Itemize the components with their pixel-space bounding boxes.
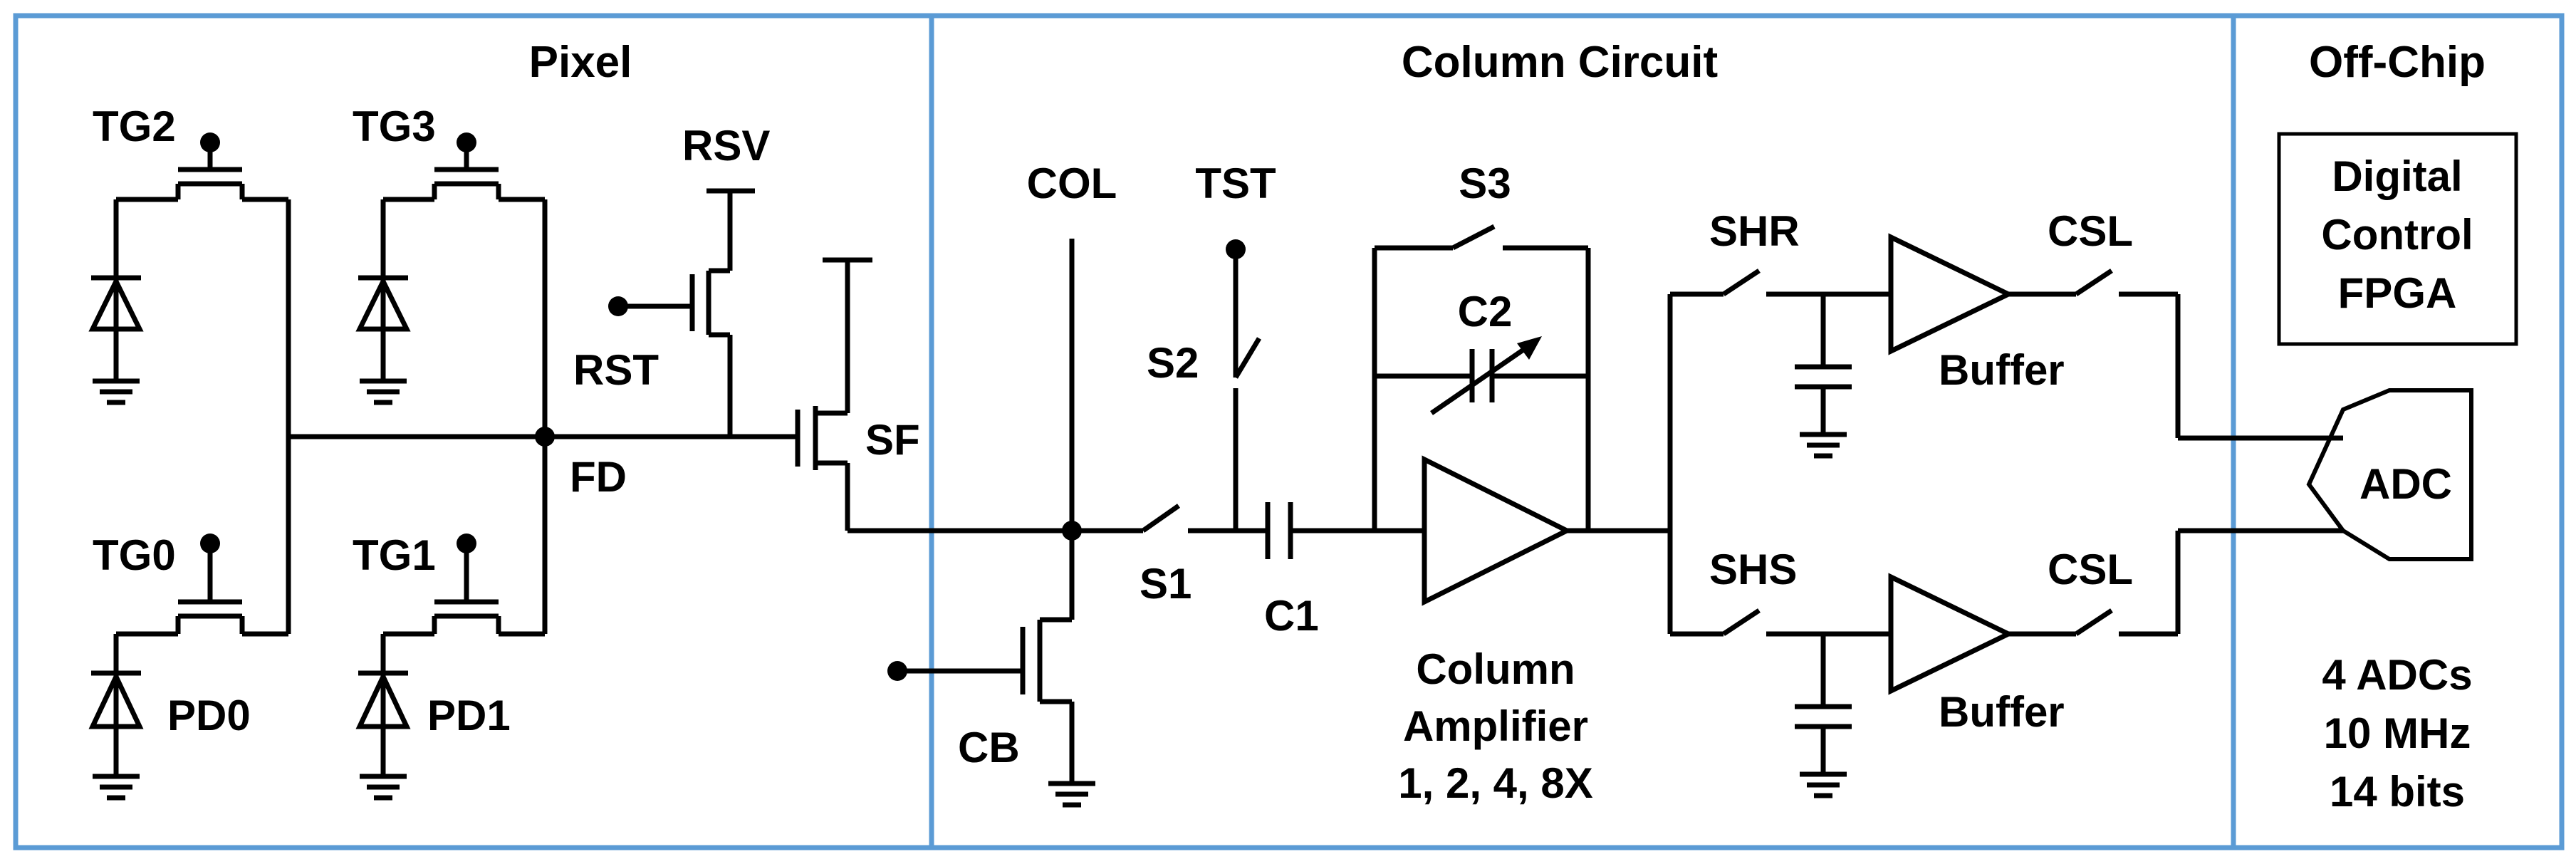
- label-shs: SHS: [1709, 546, 1797, 593]
- shs-path: [1670, 528, 2343, 798]
- c1-capacitor: [1265, 502, 1375, 559]
- label-c2: C2: [1458, 288, 1513, 335]
- label-s1: S1: [1140, 560, 1191, 608]
- label-csl-top: CSL: [2048, 207, 2133, 255]
- pd1-diode: [355, 666, 411, 801]
- tg0-transistor: [113, 534, 288, 670]
- fd-node: [535, 427, 555, 447]
- label-adc: ADC: [2359, 460, 2452, 508]
- label-c1: C1: [1264, 592, 1319, 640]
- label-sf: SF: [865, 416, 920, 464]
- label-tg2: TG2: [93, 103, 176, 150]
- feedback-network: [1372, 224, 1591, 531]
- label-spec-3: 14 bits: [2330, 768, 2465, 816]
- label-tg0: TG0: [93, 531, 176, 579]
- tg2-transistor: [113, 132, 288, 272]
- label-spec-2: 10 MHz: [2324, 709, 2471, 757]
- pd-tg2-diode: [88, 271, 144, 405]
- label-dc-2: Control: [2321, 211, 2473, 259]
- panel-offchip: [2231, 13, 2565, 850]
- label-tg3: TG3: [353, 103, 436, 150]
- tg3-transistor: [380, 132, 545, 272]
- label-buffer-top: Buffer: [1939, 346, 2065, 394]
- label-s2: S2: [1147, 339, 1199, 387]
- label-amp-1: Column: [1416, 645, 1575, 693]
- label-tg1: TG1: [353, 531, 436, 579]
- digital-control-box: [2277, 132, 2518, 346]
- offchip-circuit: Digital Control FPGA ADC 4 ADCs 10 MHz 1…: [2277, 132, 2518, 816]
- label-rsv: RSV: [682, 122, 770, 170]
- label-cb: CB: [958, 724, 1020, 771]
- label-pd0: PD0: [167, 692, 251, 739]
- label-s3: S3: [1459, 160, 1511, 207]
- label-col: COL: [1027, 160, 1117, 207]
- label-shr: SHR: [1709, 207, 1800, 255]
- label-fd: FD: [570, 453, 627, 501]
- col-node: [1062, 521, 1082, 541]
- reset-transistor: [608, 188, 755, 437]
- pixel-circuit: TG2 TG3: [88, 103, 920, 801]
- column-circuit: COL CB S1 TST S2: [848, 160, 2343, 808]
- label-amp-2: Amplifier: [1403, 702, 1588, 750]
- title-column: Column Circuit: [1402, 38, 1718, 87]
- label-amp-3: 1, 2, 4, 8X: [1398, 759, 1593, 807]
- label-dc-1: Digital: [2332, 152, 2462, 200]
- source-follower-transistor: [795, 257, 872, 531]
- s2-switch: [1226, 239, 1262, 531]
- title-offchip: Off-Chip: [2309, 38, 2486, 87]
- pd-tg3-diode: [355, 271, 411, 405]
- label-rst: RST: [573, 346, 659, 394]
- label-tst: TST: [1195, 160, 1276, 207]
- s1-switch: [1141, 504, 1268, 534]
- column-amplifier: [1375, 455, 1670, 606]
- adc-block: [2306, 388, 2473, 561]
- title-pixel: Pixel: [529, 38, 632, 87]
- label-dc-3: FPGA: [2338, 269, 2457, 317]
- pd0-diode: [88, 666, 144, 801]
- shr-path: [1670, 233, 2343, 459]
- label-pd1: PD1: [427, 692, 511, 739]
- tg1-transistor: [380, 534, 545, 670]
- cb-transistor: [887, 617, 1095, 808]
- label-buffer-bottom: Buffer: [1939, 688, 2065, 736]
- label-csl-bottom: CSL: [2048, 546, 2133, 593]
- label-spec-1: 4 ADCs: [2322, 651, 2472, 699]
